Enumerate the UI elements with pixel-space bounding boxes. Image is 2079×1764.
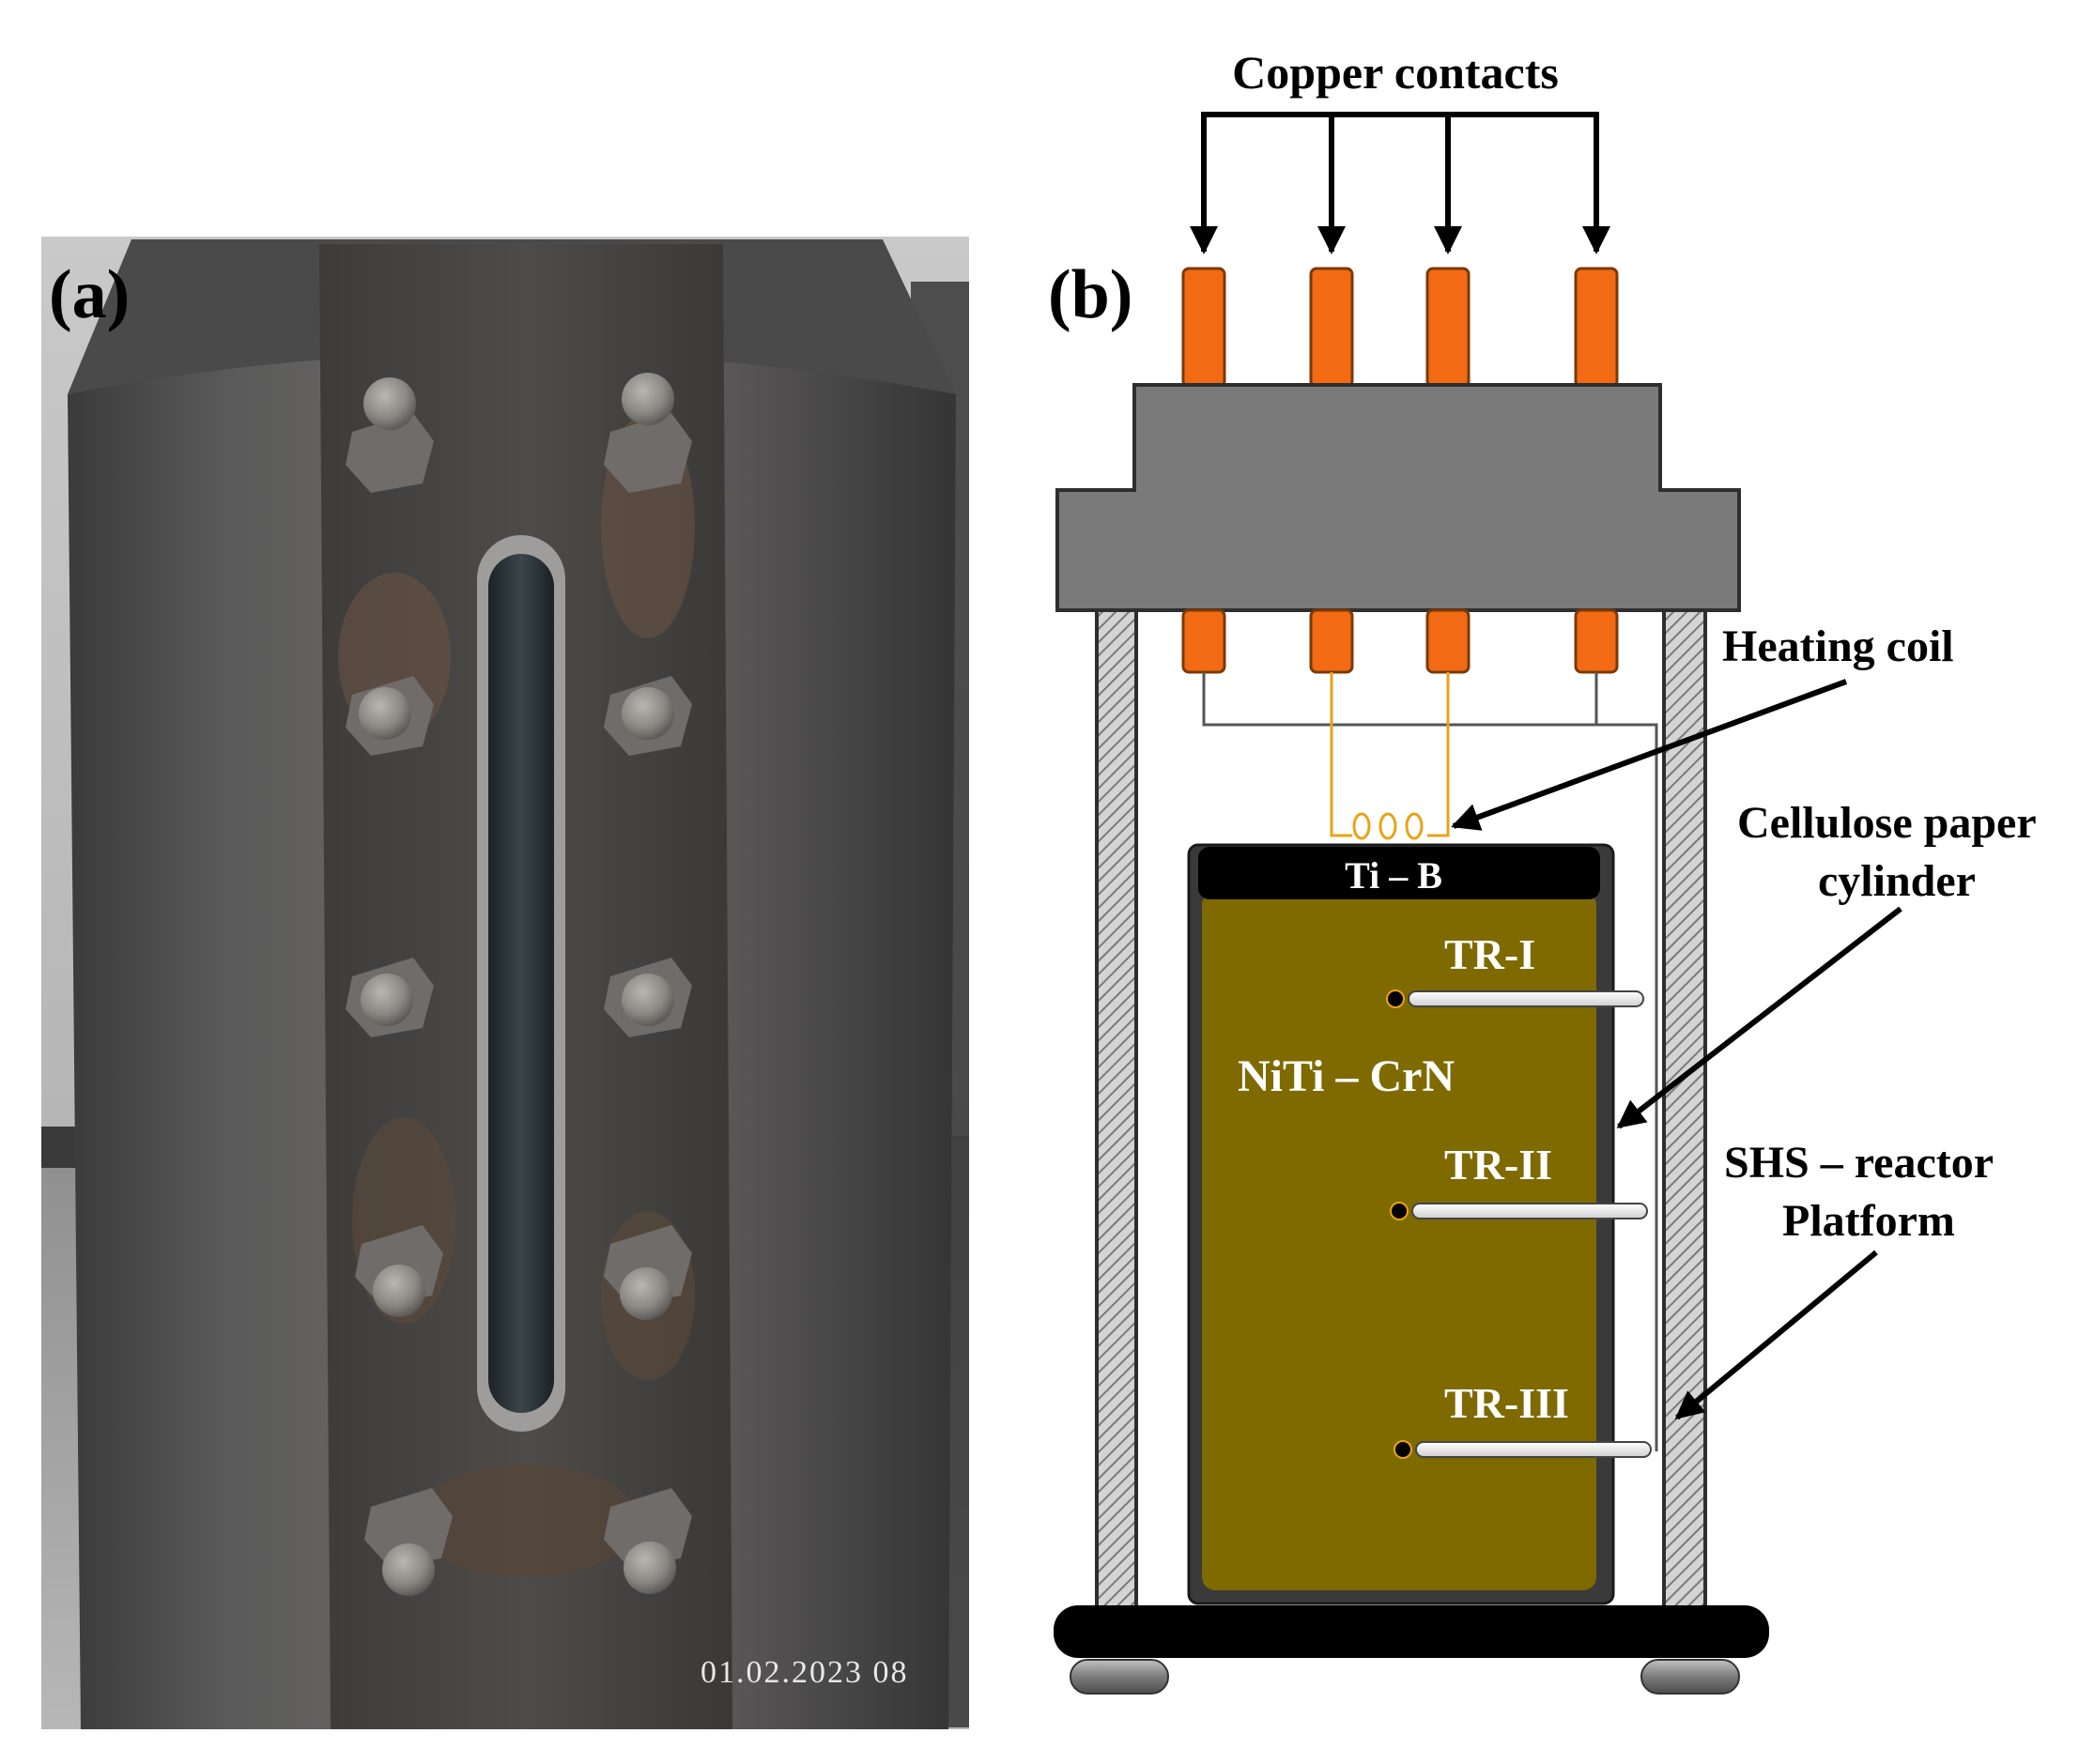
reactor-wall-left	[1095, 608, 1138, 1611]
label-heating-coil: Heating coil	[1722, 621, 1954, 671]
arrow-shs-platform	[1674, 1250, 1878, 1420]
reactor-wall-right	[1662, 608, 1707, 1611]
bolt	[346, 377, 434, 493]
label-cellulose-line1: Cellulose paper	[1737, 798, 2037, 848]
label-niti-crn: NiTi – CrN	[1238, 1051, 1455, 1101]
thermocouple-tr2	[1390, 1202, 1648, 1220]
label-cellulose-line2: cylinder	[1818, 856, 1976, 906]
bolt	[346, 958, 434, 1037]
thermocouple-tr1	[1386, 989, 1644, 1008]
label-tr3: TR-III	[1444, 1379, 1569, 1427]
thermocouple-wire	[1202, 672, 1658, 1451]
copper-rod	[1574, 608, 1619, 674]
foot-left	[1070, 1659, 1169, 1695]
bolt	[604, 1488, 692, 1594]
viewing-window-glass	[488, 554, 554, 1413]
reactor-lid	[1055, 383, 1741, 612]
copper-contacts-bracket	[1190, 112, 1610, 254]
copper-rod	[1574, 267, 1619, 389]
panel-a-photo: (a) 01.02.2023 08	[41, 237, 969, 1729]
label-shs-line2: Platform	[1782, 1196, 1955, 1246]
bolt	[604, 1225, 692, 1320]
copper-contacts-bottom	[1181, 608, 1619, 674]
copper-rod	[1181, 608, 1226, 674]
photo-timestamp: 01.02.2023 08	[701, 1655, 909, 1690]
label-tr2: TR-II	[1444, 1141, 1552, 1189]
label-shs-line1: SHS – reactor	[1724, 1138, 1994, 1188]
ignition-layer-ti-b	[1198, 847, 1600, 899]
copper-contacts-top	[1181, 267, 1619, 389]
foot-right	[1640, 1659, 1740, 1695]
copper-rod	[1425, 267, 1471, 389]
bolts	[346, 373, 692, 1596]
bolt	[346, 676, 434, 756]
bolt	[355, 1225, 443, 1317]
label-copper-contacts: Copper contacts	[1232, 46, 1559, 99]
copper-rod	[1181, 267, 1226, 389]
label-tr1: TR-I	[1444, 930, 1535, 978]
reactor-platform-base	[1054, 1605, 1769, 1658]
panel-a-label: (a)	[49, 256, 130, 333]
copper-rod	[1309, 608, 1354, 674]
bolt	[604, 958, 692, 1037]
panel-b-schematic: (b) Copper contacts	[1048, 46, 2037, 1695]
copper-rod	[1309, 267, 1354, 389]
panel-b-label: (b)	[1048, 256, 1132, 333]
thermocouple-tr3	[1394, 1440, 1652, 1459]
bolt	[364, 1488, 453, 1596]
heating-coil	[1330, 672, 1450, 840]
arrow-cellulose-cylinder	[1616, 906, 1902, 1129]
arrow-heating-coil	[1451, 679, 1848, 831]
bolt	[604, 676, 692, 756]
bolt	[604, 373, 692, 493]
copper-rod	[1425, 608, 1471, 674]
label-ti-b: Ti – B	[1345, 854, 1442, 897]
sample-niti-crn	[1202, 892, 1596, 1590]
